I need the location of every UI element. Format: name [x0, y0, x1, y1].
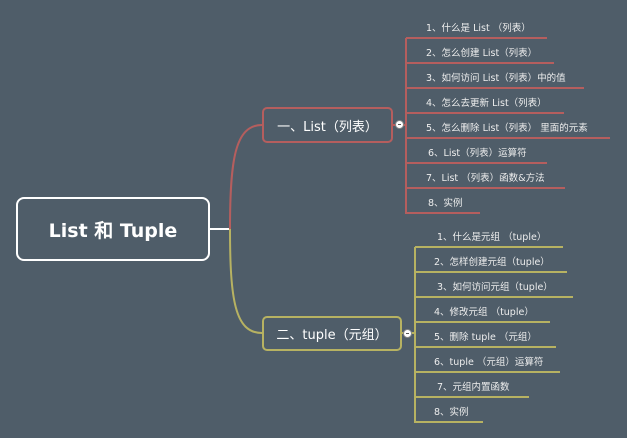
leaf-topic[interactable]: 2、怎么创建 List（列表）	[426, 48, 538, 59]
leaf-topic[interactable]: 5、删除 tuple （元组）	[434, 332, 537, 343]
collapse-icon[interactable]	[395, 120, 404, 129]
leaf-topic[interactable]: 4、修改元组 （tuple）	[434, 307, 534, 318]
leaf-topic[interactable]: 3、如何访问 List（列表）中的值	[426, 73, 566, 84]
leaf-topic[interactable]: 1、什么是 List （列表）	[426, 23, 531, 34]
leaf-topic[interactable]: 8、实例	[428, 198, 463, 209]
leaf-topic[interactable]: 5、怎么删除 List（列表） 里面的元素	[426, 123, 588, 134]
leaf-topic[interactable]: 8、实例	[434, 407, 469, 418]
branch-list[interactable]: 一、List（列表）	[262, 107, 393, 143]
leaf-topic[interactable]: 2、怎样创建元组（tuple）	[434, 257, 550, 268]
leaf-topic[interactable]: 3、如何访问元组（tuple）	[437, 282, 553, 293]
leaf-topic[interactable]: 1、什么是元组 （tuple）	[437, 232, 547, 243]
root-node[interactable]: List 和 Tuple	[16, 197, 210, 261]
leaf-topic[interactable]: 4、怎么去更新 List（列表）	[426, 98, 547, 109]
leaf-topic[interactable]: 7、List （列表）函数&方法	[426, 173, 545, 184]
leaf-topic[interactable]: 6、List（列表）运算符	[428, 148, 527, 159]
root-label: List 和 Tuple	[48, 219, 178, 242]
branch-label: 一、List（列表）	[277, 119, 378, 135]
branch-tuple[interactable]: 二、tuple（元组）	[262, 316, 402, 351]
branch-label: 二、tuple（元组）	[276, 328, 388, 343]
collapse-icon[interactable]	[403, 329, 412, 338]
leaf-topic[interactable]: 7、元组内置函数	[437, 382, 510, 393]
leaf-topic[interactable]: 6、tuple （元组）运算符	[434, 357, 544, 368]
